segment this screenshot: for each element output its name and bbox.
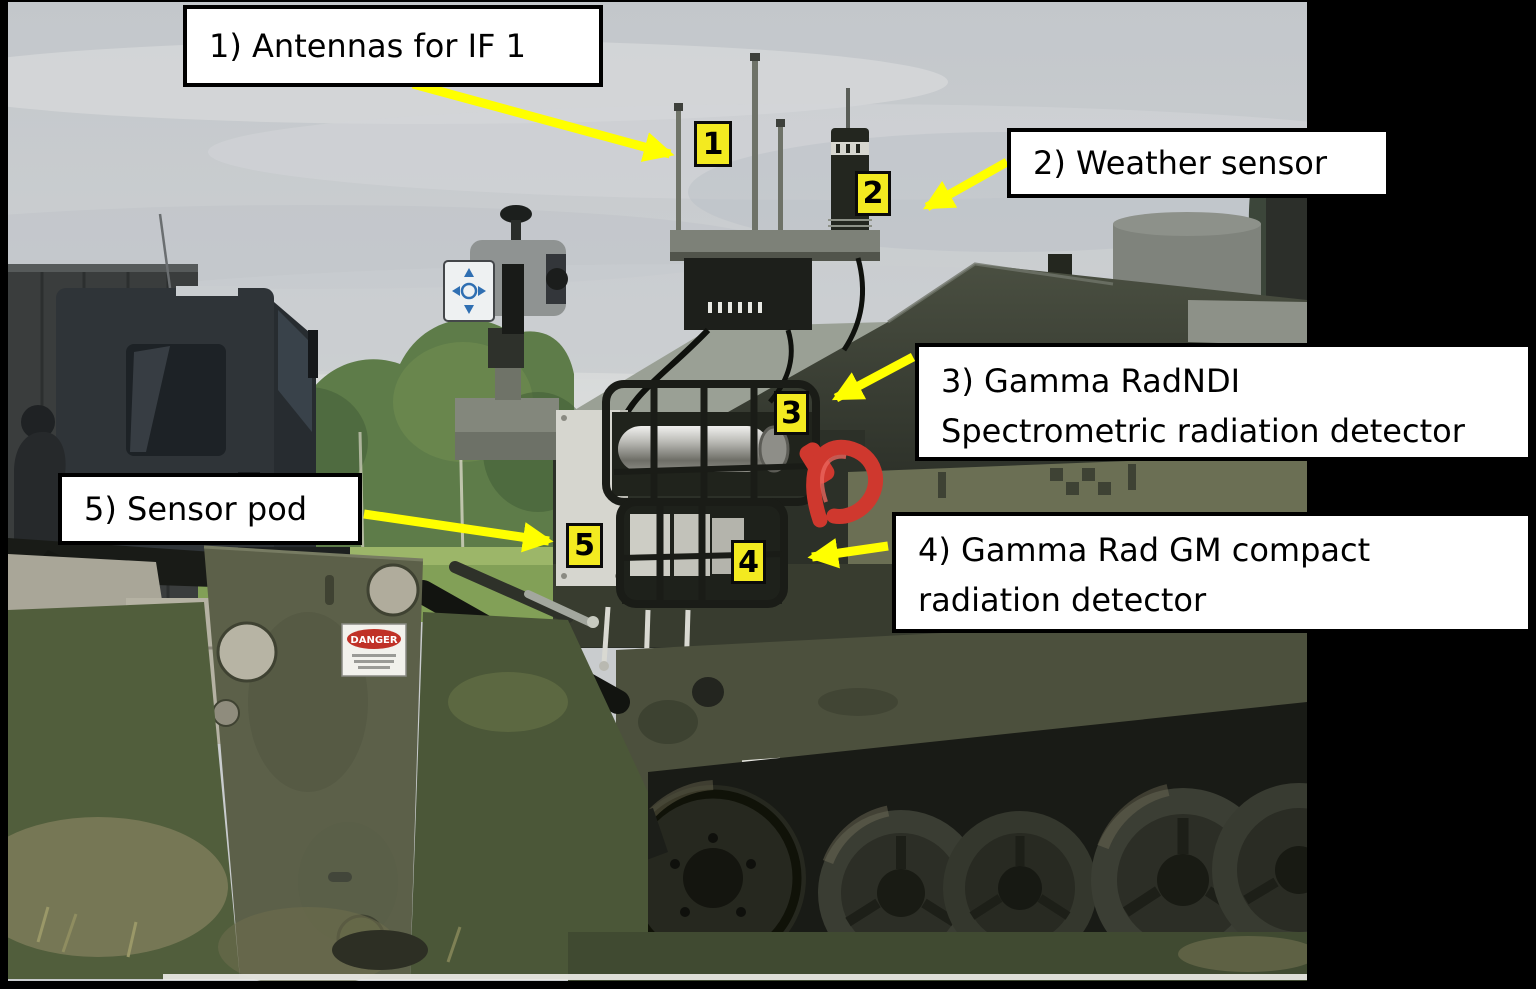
road-wheel	[1212, 783, 1307, 957]
callout-4-label-line1: 4) Gamma Rad GM compact	[918, 531, 1371, 569]
red-shackle	[799, 439, 884, 528]
camo-checkers	[938, 464, 1136, 498]
foreground-grass	[8, 602, 1307, 981]
callout-3-radndi-detector: 3) Gamma RadNDI Spectrometric radiation …	[915, 343, 1532, 461]
callout-1-label: 1) Antennas for IF 1	[209, 27, 526, 65]
mast-electronics-box	[684, 258, 812, 330]
camera-knob	[500, 205, 532, 223]
camera-lens-icon	[546, 268, 568, 290]
badge-5: 5	[566, 523, 603, 568]
callout-3-label-line1: 3) Gamma RadNDI	[941, 362, 1241, 400]
svg-text:DANGER: DANGER	[350, 635, 397, 646]
antenna-1	[676, 110, 681, 232]
drive-sprocket	[620, 780, 806, 971]
equipment-label-marks	[708, 302, 762, 313]
callout-4-label-line2: radiation detector	[918, 581, 1207, 619]
antenna-3	[778, 126, 783, 232]
badge-1: 1	[694, 121, 732, 167]
callout-1-antennas: 1) Antennas for IF 1	[183, 5, 603, 87]
weather-sensor	[826, 88, 874, 256]
callout-3-label-line2: Spectrometric radiation detector	[941, 412, 1465, 450]
callout-5-label: 5) Sensor pod	[84, 490, 308, 528]
road-wheel	[943, 811, 1097, 965]
camera-pod	[443, 205, 568, 460]
plate-hole	[216, 621, 278, 683]
callout-2-weather-sensor: 2) Weather sensor	[1007, 128, 1390, 198]
plate-hole	[366, 563, 420, 617]
badge-2: 2	[855, 171, 891, 216]
photo-bottom-strip	[163, 974, 1307, 980]
gm-detector-cage	[599, 498, 788, 683]
badge-3: 3	[774, 391, 809, 435]
callout-5-sensor-pod: 5) Sensor pod	[58, 473, 362, 545]
antenna-2	[752, 60, 758, 232]
callout-2-label: 2) Weather sensor	[1033, 144, 1327, 182]
badge-4: 4	[731, 540, 766, 584]
callout-4-gm-detector: 4) Gamma Rad GM compact radiation detect…	[892, 512, 1532, 633]
danger-sticker: DANGER	[341, 623, 407, 677]
control-panel	[443, 260, 495, 322]
